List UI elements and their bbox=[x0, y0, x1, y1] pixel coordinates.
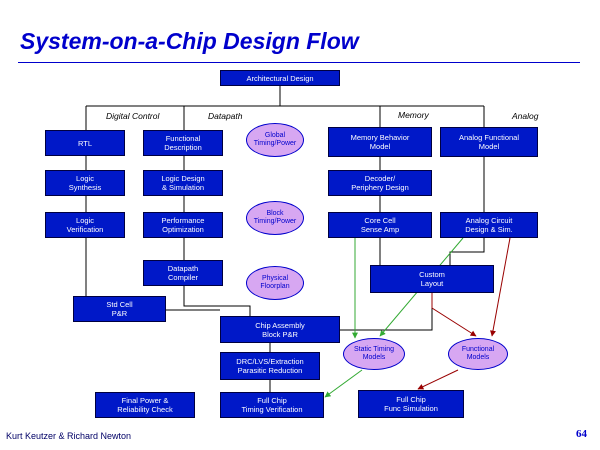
footer-authors: Kurt Keutzer & Richard Newton bbox=[6, 431, 132, 441]
box-functional-description[interactable]: Functional Description bbox=[143, 130, 223, 156]
ellipse-functional-models[interactable]: Functional Models bbox=[448, 338, 508, 370]
column-memory: Memory bbox=[398, 110, 429, 120]
ellipse-static-timing-models[interactable]: Static Timing Models bbox=[343, 338, 405, 370]
slide-title: System-on-a-Chip Design Flow bbox=[20, 28, 359, 54]
page-number: 64 bbox=[576, 428, 587, 440]
wire-analog-to-custom bbox=[449, 238, 485, 265]
title-underline bbox=[18, 62, 580, 63]
ellipse-physical-floorplan[interactable]: Physical Floorplan bbox=[246, 266, 304, 300]
box-full-chip-timing-verification[interactable]: Full Chip Timing Verification bbox=[220, 392, 324, 418]
box-performance-optimization[interactable]: Performance Optimization bbox=[143, 212, 223, 238]
box-logic-synthesis[interactable]: Logic Synthesis bbox=[45, 170, 125, 196]
box-architectural-design[interactable]: Architectural Design bbox=[220, 70, 340, 86]
column-datapath: Datapath bbox=[208, 111, 243, 121]
red-arrow-functional-to-func-sim bbox=[417, 369, 459, 390]
box-logic-verification[interactable]: Logic Verification bbox=[45, 212, 125, 238]
wire-custom-to-assembly bbox=[340, 293, 433, 331]
box-drc-lvs-extraction[interactable]: DRC/LVS/Extraction Parasitic Reduction bbox=[220, 352, 320, 380]
column-analog: Analog bbox=[512, 111, 539, 121]
box-final-power-reliability[interactable]: Final Power & Reliability Check bbox=[95, 392, 195, 418]
column-digital-control: Digital Control bbox=[106, 111, 160, 121]
wire-datapath-to-assembly bbox=[183, 286, 251, 316]
box-full-chip-func-simulation[interactable]: Full Chip Func Simulation bbox=[358, 390, 464, 418]
ellipse-block-timing-power[interactable]: Block Timing/Power bbox=[246, 201, 304, 235]
box-chip-assembly-block-pr[interactable]: Chip Assembly Block P&R bbox=[220, 316, 340, 343]
box-memory-behavior-model[interactable]: Memory Behavior Model bbox=[328, 127, 432, 157]
box-decoder-periphery-design[interactable]: Decoder/ Periphery Design bbox=[328, 170, 432, 196]
box-custom-layout[interactable]: Custom Layout bbox=[370, 265, 494, 293]
box-std-cell-pr[interactable]: Std Cell P&R bbox=[73, 296, 166, 322]
box-analog-functional-model[interactable]: Analog Functional Model bbox=[440, 127, 538, 157]
box-datapath-compiler[interactable]: Datapath Compiler bbox=[143, 260, 223, 286]
red-arrow-analog-to-functional bbox=[490, 237, 511, 337]
box-analog-circuit-design-sim[interactable]: Analog Circuit Design & Sim. bbox=[440, 212, 538, 238]
green-arrow-static-to-timing bbox=[324, 369, 363, 398]
ellipse-global-timing-power[interactable]: Global Timing/Power bbox=[246, 123, 304, 157]
red-arrow-custom-to-functional bbox=[431, 293, 477, 337]
box-core-cell-sense-amp[interactable]: Core Cell Sense Amp bbox=[328, 212, 432, 238]
box-rtl[interactable]: RTL bbox=[45, 130, 125, 156]
box-logic-design-simulation[interactable]: Logic Design & Simulation bbox=[143, 170, 223, 196]
